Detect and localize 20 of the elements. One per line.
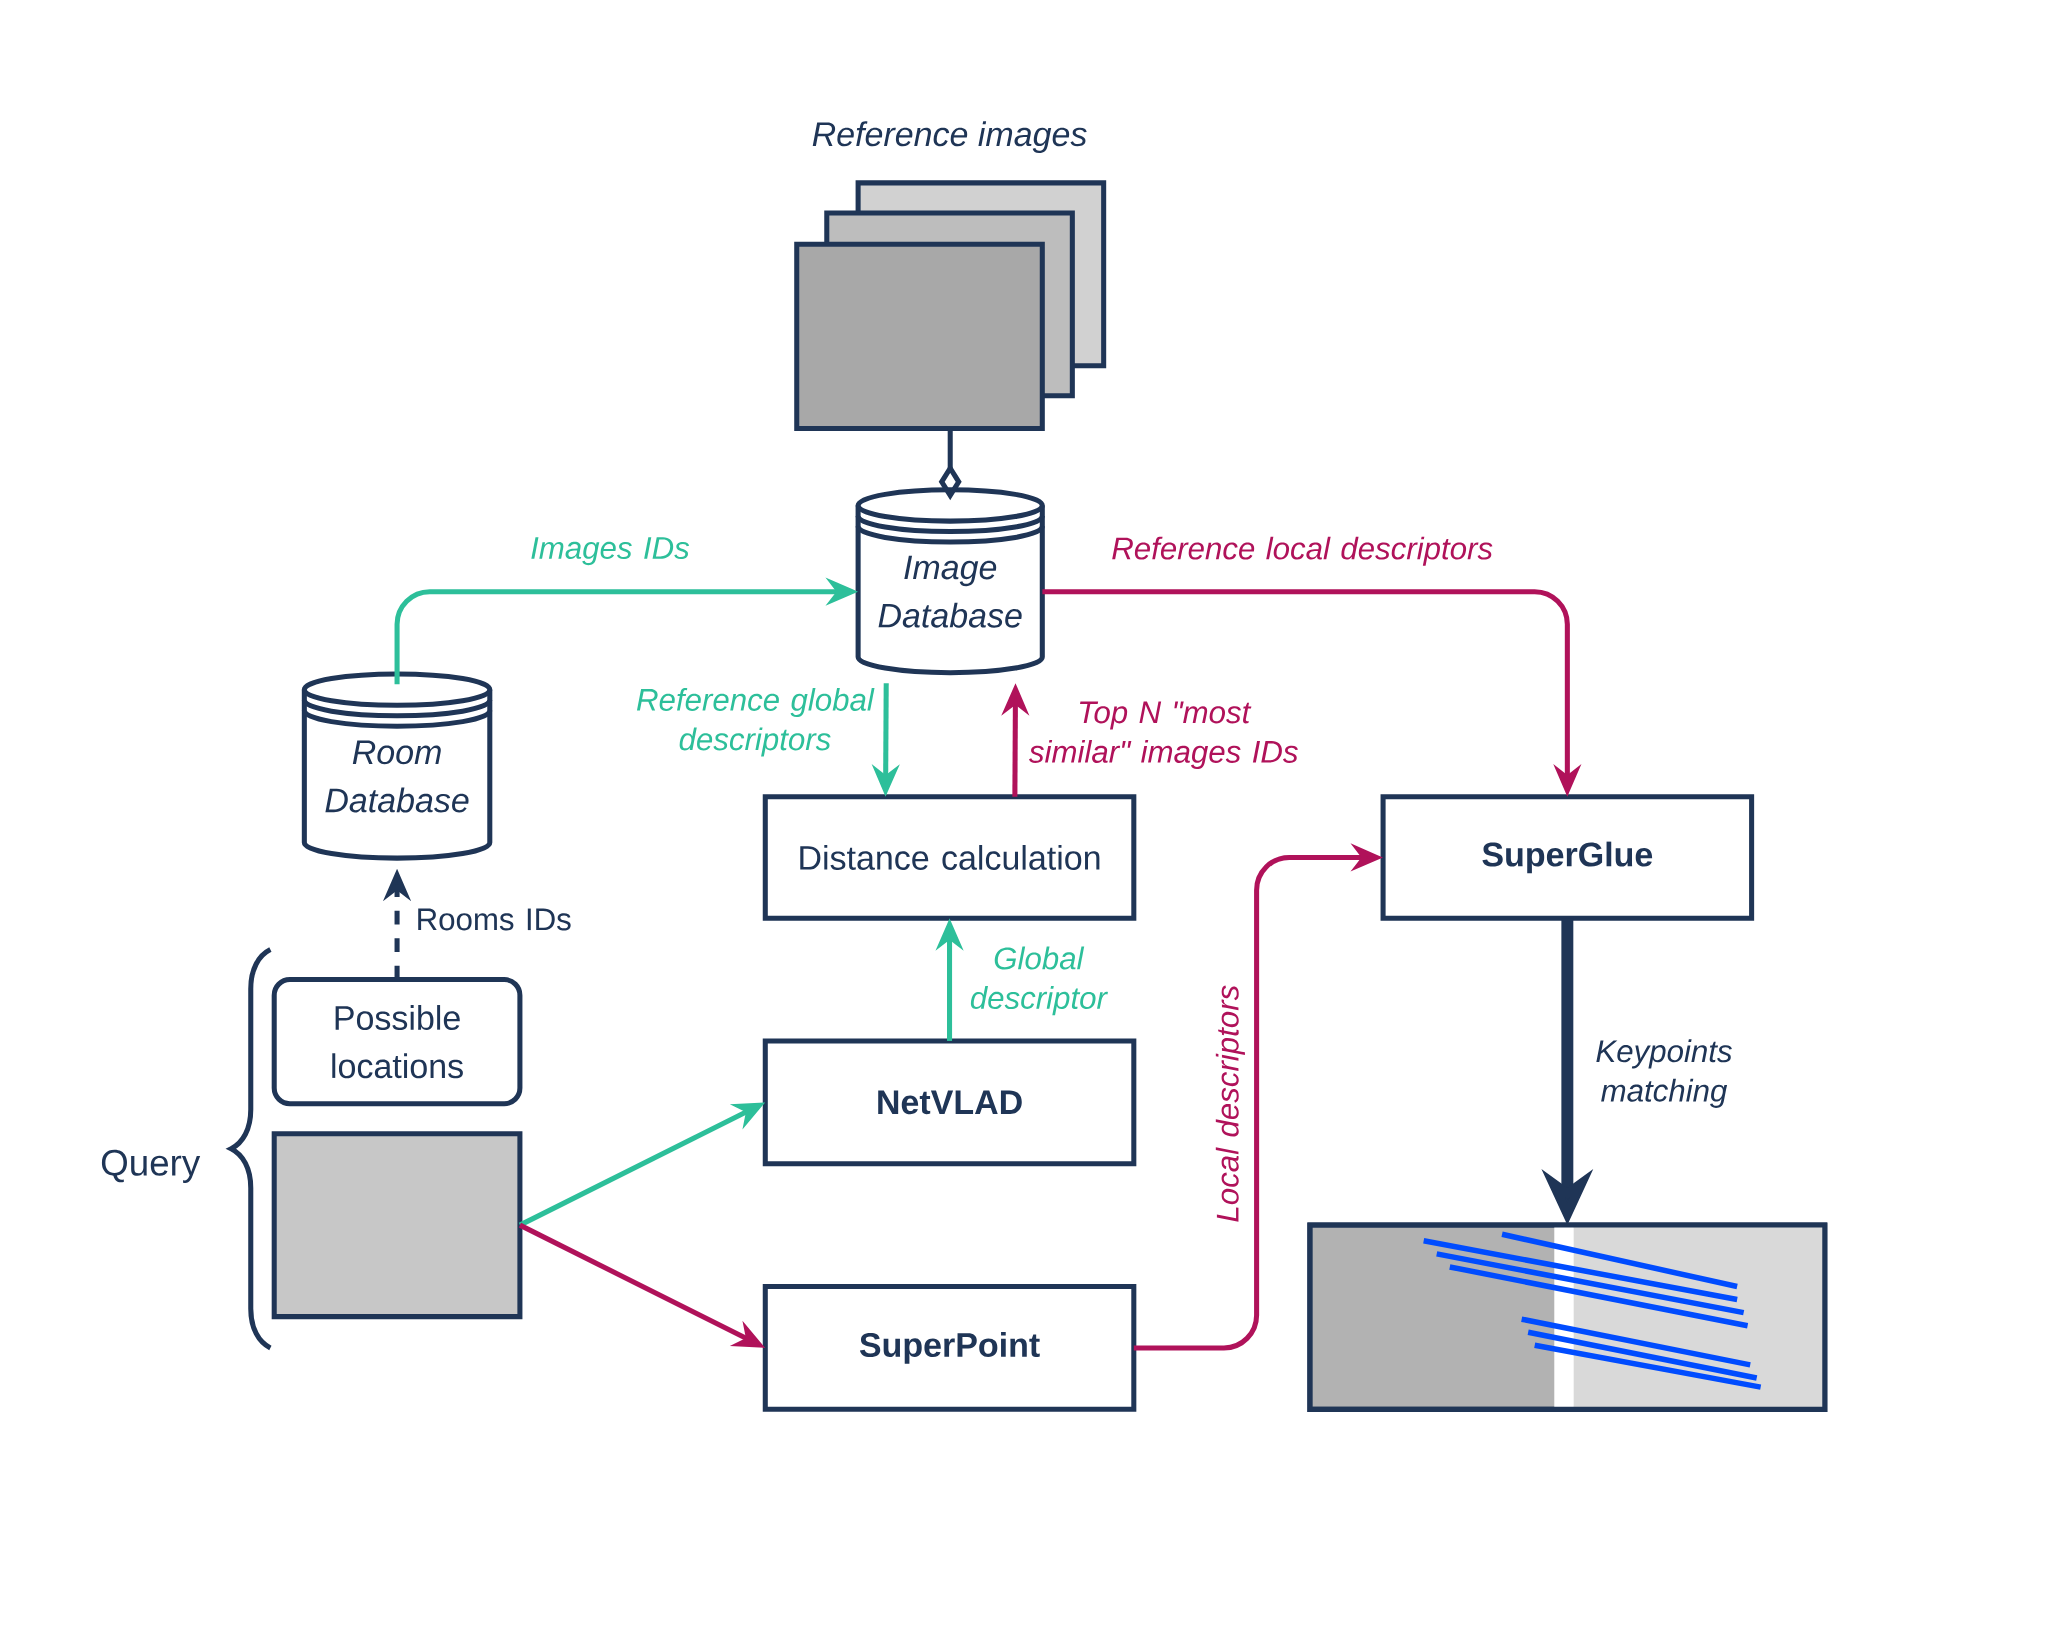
edge-label: Global descriptor: [970, 946, 1108, 1016]
edge-label: Keypoints matching: [1596, 1039, 1732, 1108]
edge-label: Reference global descriptors: [636, 688, 875, 757]
database-cylinder: Image Database: [855, 487, 1045, 676]
edge-label: Images IDs: [531, 537, 690, 566]
edge-label: Rooms IDs: [418, 908, 571, 931]
photo-stack: Reference images: [794, 121, 1107, 431]
node-label: Reference images: [812, 121, 1087, 153]
edge-label: Reference local descriptors: [1112, 536, 1493, 566]
edge-label: Local descriptors: [1215, 985, 1245, 1222]
rounded-box: Possible locations: [271, 977, 523, 1107]
photo: [271, 1131, 523, 1320]
group-label: Query: [101, 1149, 201, 1183]
database-cylinder: Room Database: [301, 671, 493, 861]
edge-label: Top N "most similar" images IDs: [1029, 701, 1298, 770]
process-box: Distance calculation: [762, 794, 1137, 921]
process-box: SuperPoint: [762, 1283, 1137, 1412]
process-box: SuperGlue: [1380, 794, 1755, 921]
matching-photo: [1307, 1222, 1828, 1412]
process-box: NetVLAD: [762, 1038, 1137, 1167]
